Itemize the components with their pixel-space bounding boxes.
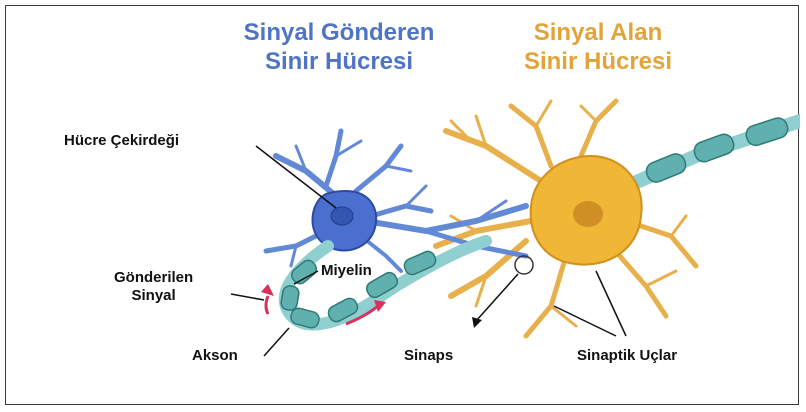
label-synaptic-terminals: Sinaptik Uçlar bbox=[577, 347, 677, 365]
sending-neuron-nucleus bbox=[331, 207, 353, 225]
signal-arrow-icon bbox=[261, 284, 274, 296]
arrowhead-icon bbox=[472, 317, 482, 328]
receiving-title-line1: Sinyal Alan bbox=[448, 18, 748, 47]
sending-title-line1: Sinyal Gönderen bbox=[189, 18, 489, 47]
sending-neuron-dendrites bbox=[266, 131, 526, 271]
label-nucleus: Hücre Çekirdeği bbox=[64, 132, 179, 150]
figure-frame: Sinyal Gönderen Sinir Hücresi Sinyal Ala… bbox=[5, 5, 799, 405]
label-synapse: Sinaps bbox=[404, 347, 453, 365]
sending-title-line2: Sinir Hücresi bbox=[189, 47, 489, 76]
receiving-title-line2: Sinir Hücresi bbox=[448, 47, 748, 76]
receiving-myelin-sheath-2 bbox=[692, 132, 736, 164]
label-sent-signal: Gönderilen Sinyal bbox=[114, 269, 193, 305]
label-myelin: Miyelin bbox=[321, 262, 372, 280]
signal-arrow-icon bbox=[266, 296, 268, 314]
receiving-myelin-sheath-3 bbox=[744, 116, 790, 148]
label-axon: Akson bbox=[192, 347, 238, 365]
receiving-neuron-nucleus bbox=[573, 201, 603, 227]
label-sent-signal-line2: Sinyal bbox=[114, 287, 193, 305]
receiving-myelin-sheath-1 bbox=[644, 151, 689, 185]
label-sent-signal-line1: Gönderilen bbox=[114, 269, 193, 287]
sending-neuron-title: Sinyal Gönderen Sinir Hücresi bbox=[189, 18, 489, 76]
synapse-circle-icon bbox=[515, 256, 533, 274]
receiving-neuron-axon bbox=[616, 116, 800, 191]
receiving-neuron-title: Sinyal Alan Sinir Hücresi bbox=[448, 18, 748, 76]
